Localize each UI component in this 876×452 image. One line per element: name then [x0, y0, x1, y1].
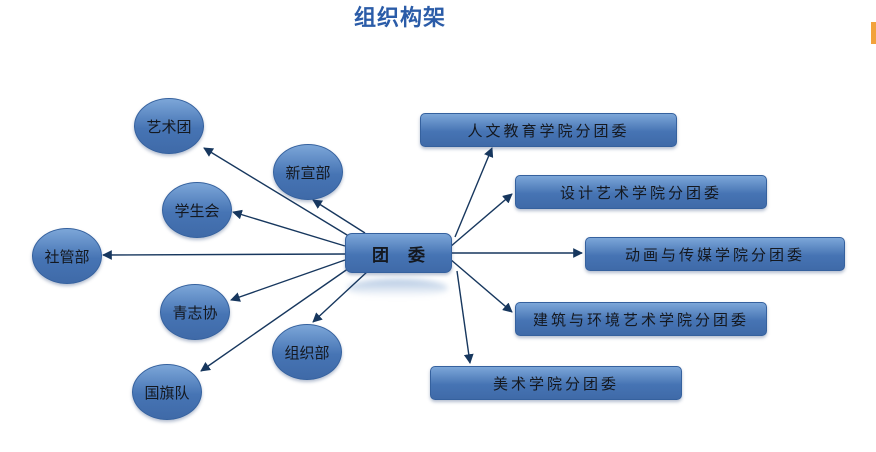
node-label: 人文教育学院分团委: [467, 122, 630, 140]
connector-line: [230, 259, 346, 302]
connector-line: [200, 265, 353, 372]
center-node-reflection: [347, 279, 448, 297]
left-node-society-mgmt-dept: 社管部: [32, 228, 102, 284]
edge-accent-mark: [871, 22, 876, 44]
right-node-architecture-environment-art: 建筑与环境艺术学院分团委: [515, 302, 767, 336]
node-label: 建筑与环境艺术学院分团委: [532, 311, 749, 329]
left-node-organization-dept: 组织部: [272, 324, 342, 380]
connector-line: [203, 147, 353, 239]
left-node-publicity-dept: 新宣部: [273, 144, 343, 200]
connector-line: [456, 270, 474, 364]
center-node-youth-league-committee: 团 委: [345, 233, 452, 273]
node-label: 国旗队: [144, 384, 190, 402]
right-node-animation-media: 动画与传媒学院分团委: [585, 237, 845, 271]
right-node-fine-arts: 美术学院分团委: [430, 366, 682, 400]
left-node-flag-team: 国旗队: [132, 364, 202, 420]
node-label: 青志协: [172, 304, 218, 322]
connector-line: [449, 193, 513, 248]
left-node-art-troupe: 艺术团: [134, 98, 204, 154]
connector-line: [449, 258, 513, 313]
node-label: 社管部: [44, 248, 90, 266]
node-label: 动画与传媒学院分团委: [624, 246, 805, 264]
node-label: 组织部: [284, 344, 330, 362]
slide-title: 组织构架: [353, 5, 446, 30]
connector-line: [232, 209, 346, 247]
left-node-student-union: 学生会: [162, 182, 232, 238]
left-node-youth-volunteers: 青志协: [160, 284, 230, 340]
connector-line: [454, 147, 494, 238]
right-node-design-art: 设计艺术学院分团委: [515, 175, 767, 209]
connector-line: [312, 270, 369, 323]
node-label: 美术学院分团委: [492, 375, 619, 393]
node-label: 团 委: [372, 245, 425, 265]
connector-line: [312, 199, 366, 234]
node-label: 学生会: [174, 202, 220, 220]
node-label: 设计艺术学院分团委: [559, 184, 722, 202]
right-node-humanities-education: 人文教育学院分团委: [420, 113, 677, 147]
connector-line: [102, 250, 346, 260]
node-label: 新宣部: [285, 164, 331, 182]
node-label: 艺术团: [146, 118, 192, 136]
